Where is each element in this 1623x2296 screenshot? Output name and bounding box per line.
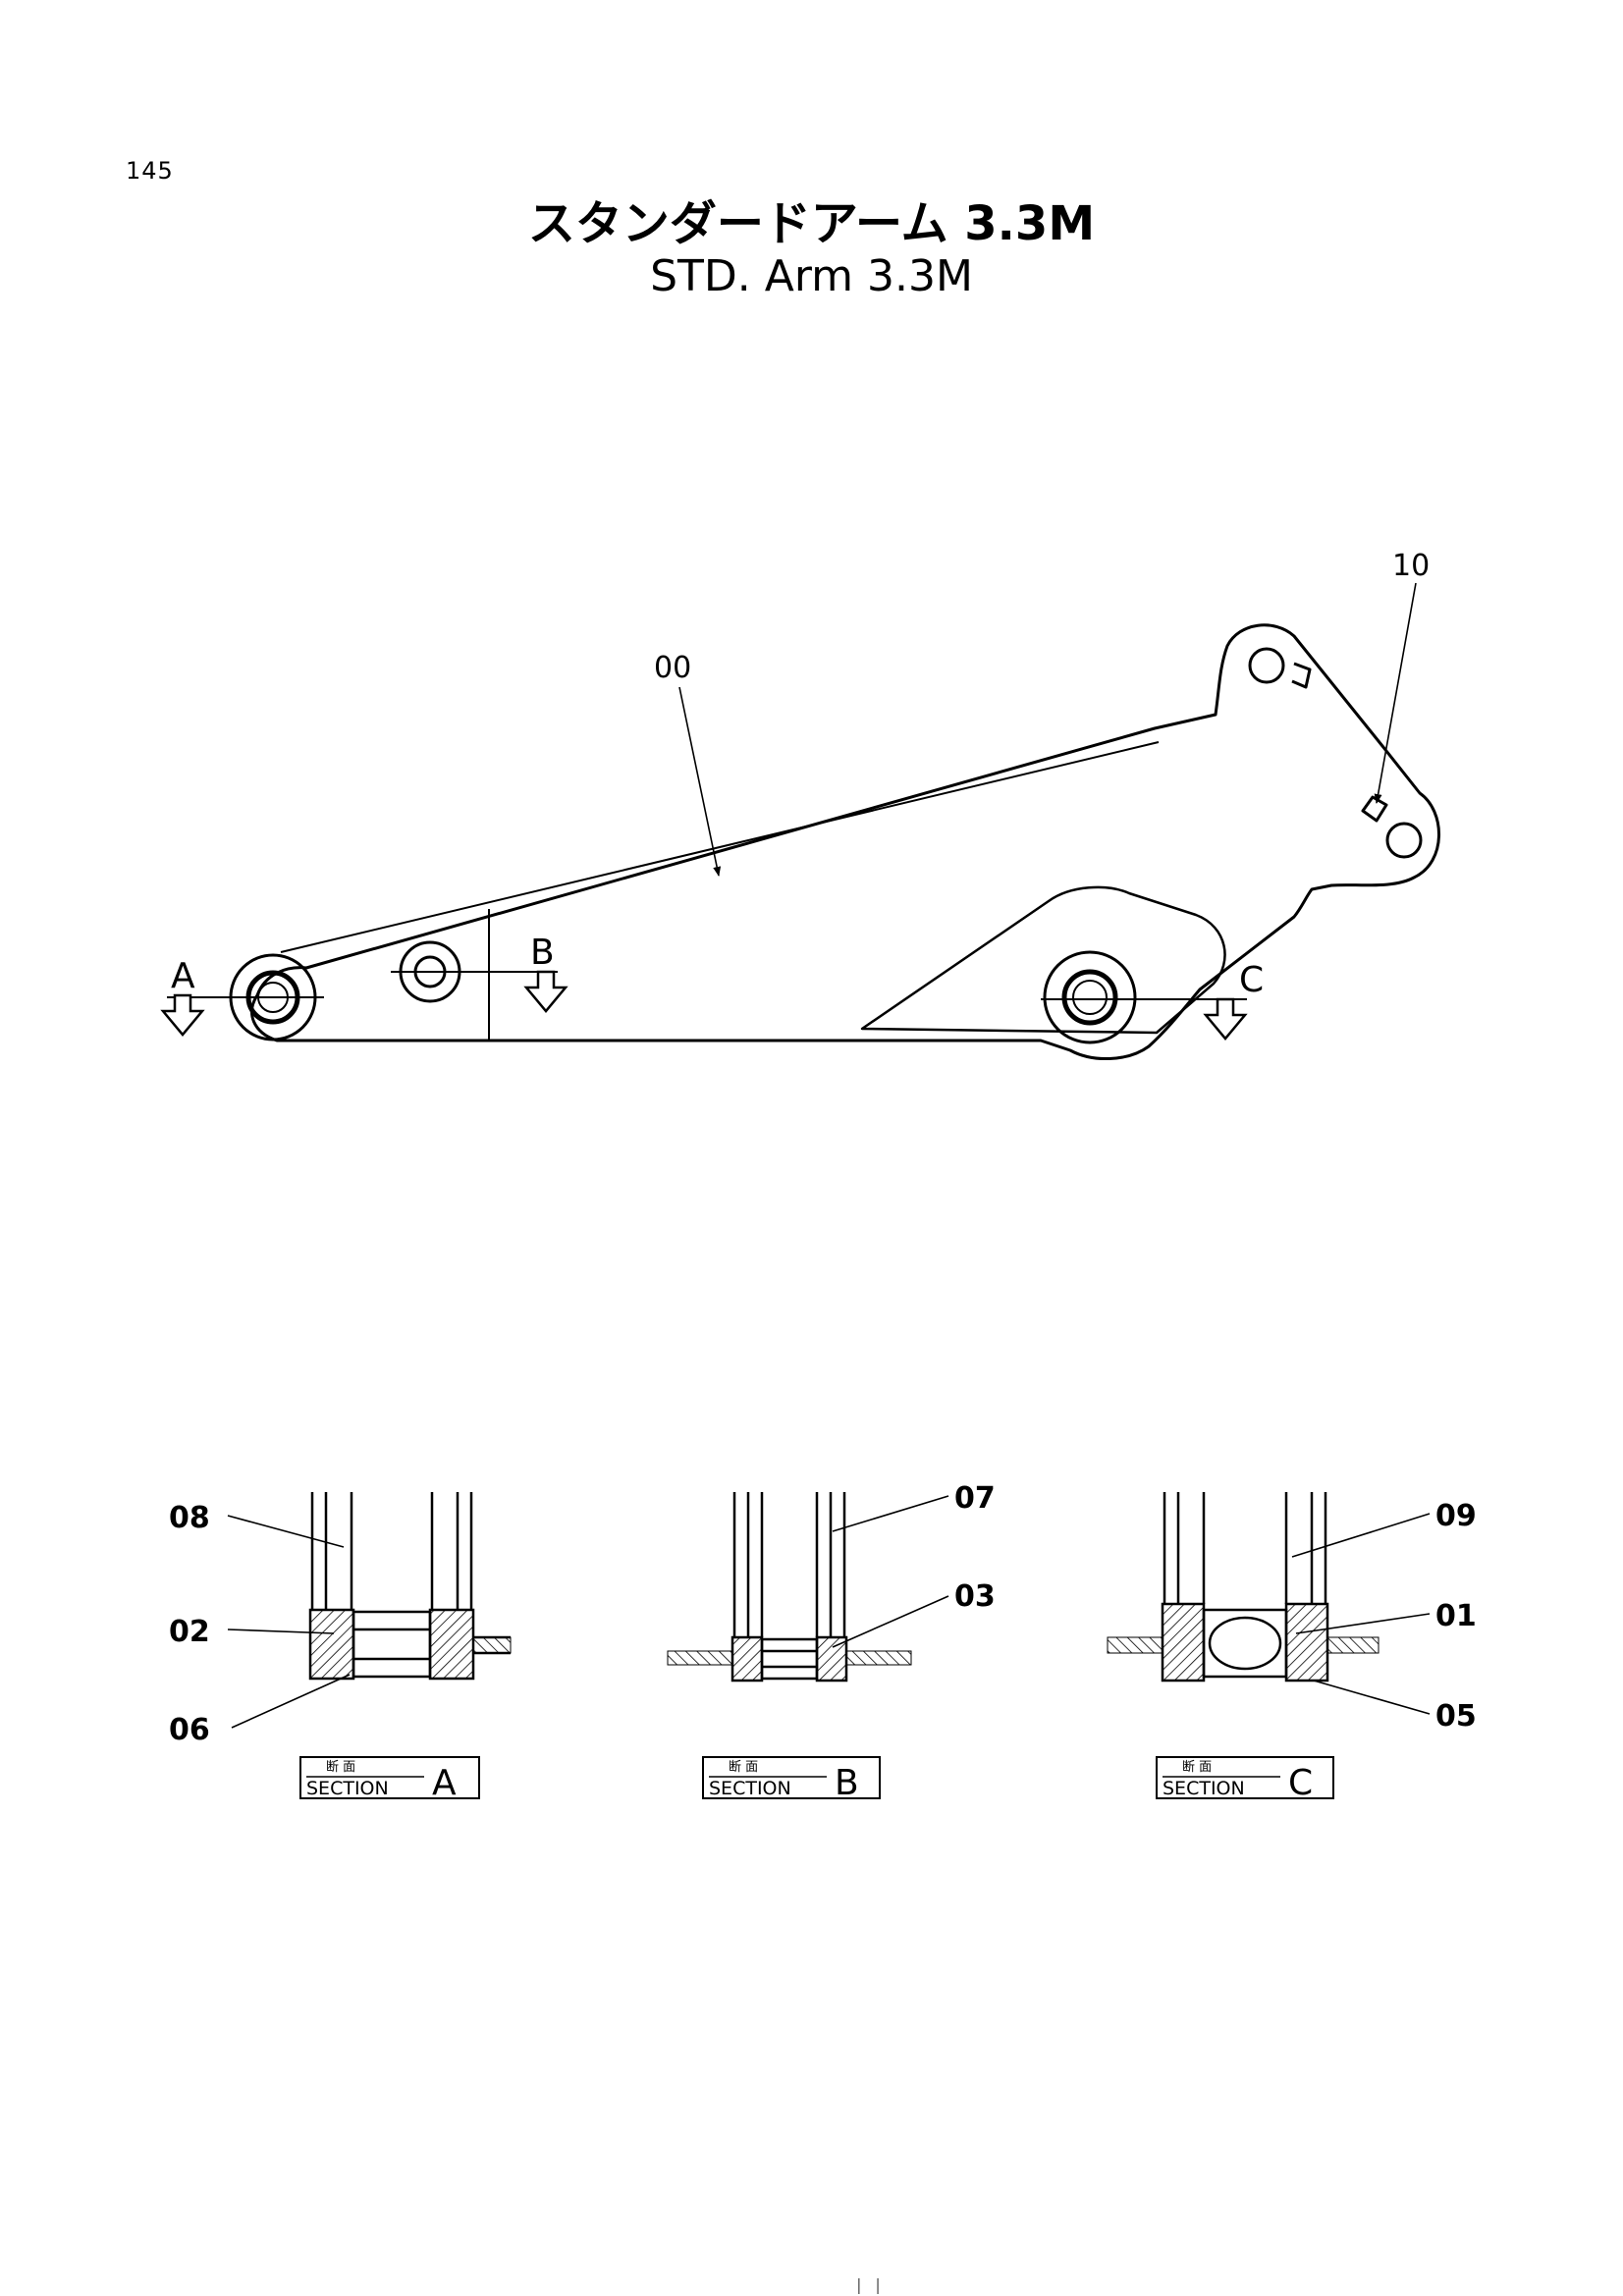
callout-09: 09 — [1435, 1499, 1477, 1533]
arm-top-hole-1 — [1248, 647, 1285, 684]
callout-08: 08 — [169, 1501, 210, 1535]
callout-02: 02 — [169, 1615, 210, 1649]
section-c-letter: C — [1288, 1763, 1313, 1803]
grease-fitting-top — [1291, 662, 1312, 689]
section-arrow-a — [160, 993, 205, 1037]
callout-00: 00 — [654, 651, 691, 685]
section-c-drawing — [1107, 1492, 1380, 1682]
section-label-a: 断 面 SECTION A — [299, 1756, 480, 1803]
section-b-letter: B — [835, 1763, 859, 1803]
section-b-word: SECTION — [709, 1778, 791, 1799]
section-c-word: SECTION — [1163, 1778, 1245, 1799]
section-arrows — [160, 970, 1248, 1041]
arm-top-hole-2 — [1385, 822, 1423, 859]
section-a-letter: A — [432, 1763, 457, 1803]
arm-outline — [250, 623, 1440, 1060]
section-marker-a: A — [171, 956, 195, 996]
section-label-c: 断 面 SECTION C — [1156, 1756, 1334, 1803]
arm-top-plate — [280, 741, 1160, 953]
section-label-b: 断 面 SECTION B — [702, 1756, 881, 1803]
section-b-drawing — [667, 1492, 912, 1682]
section-c-kanji: 断 面 — [1182, 1760, 1212, 1775]
callout-10: 10 — [1392, 549, 1430, 583]
callout-01: 01 — [1435, 1599, 1477, 1633]
title-japanese: スタンダードアーム 3.3M — [527, 196, 1096, 251]
section-a-word: SECTION — [306, 1778, 389, 1799]
grease-fitting-10 — [1361, 795, 1388, 823]
arm-boss-right-outer — [1043, 950, 1137, 1044]
section-marker-c: C — [1239, 960, 1264, 1000]
title-english: STD. Arm 3.3M — [650, 251, 973, 301]
section-marker-b: B — [530, 933, 555, 973]
section-a-drawing — [308, 1492, 512, 1681]
section-arrow-c — [1203, 997, 1248, 1041]
callout-06: 06 — [169, 1713, 210, 1747]
section-a-kanji: 断 面 — [326, 1760, 355, 1775]
callout-03: 03 — [954, 1579, 996, 1614]
arm-boss-right-inner — [1061, 969, 1118, 1026]
callout-07: 07 — [954, 1481, 996, 1516]
section-c-leaders — [1291, 1513, 1431, 1715]
callout-05: 05 — [1435, 1699, 1477, 1734]
section-cut-lines — [167, 971, 1247, 1000]
footer-mark: | | — [854, 2275, 883, 2294]
arm-leaders — [678, 582, 1417, 877]
section-b-kanji: 断 面 — [729, 1760, 758, 1775]
arm-gusset-plate — [860, 885, 1226, 1035]
page-number: 145 — [126, 157, 174, 185]
section-b-leaders — [832, 1495, 949, 1648]
section-arrow-b — [523, 970, 568, 1013]
section-a-leaders — [227, 1515, 351, 1729]
arm-boss-right-core — [1072, 980, 1108, 1015]
